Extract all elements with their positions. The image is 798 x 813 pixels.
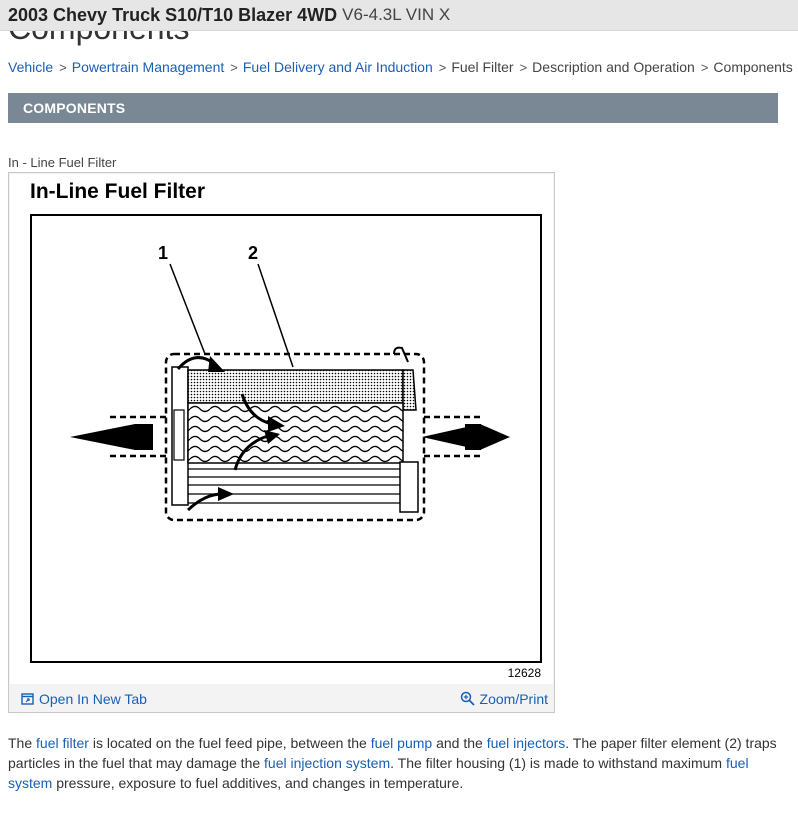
chevron-right-icon: > bbox=[519, 60, 528, 75]
description-text: . The filter housing (1) is made to with… bbox=[390, 755, 726, 771]
figure-number: 12628 bbox=[507, 666, 541, 680]
breadcrumb-item-description: Description and Operation bbox=[532, 59, 695, 75]
open-new-tab-icon bbox=[21, 692, 34, 705]
link-fuel-system[interactable]: fuel system bbox=[8, 755, 749, 791]
description-text: is located on the fuel feed pipe, betwee… bbox=[88, 735, 371, 751]
figure-caption: In - Line Fuel Filter bbox=[8, 155, 117, 170]
engine-info: V6-4.3L VIN X bbox=[342, 5, 451, 24]
description-text: and the bbox=[432, 735, 487, 751]
callout-label-1: 1 bbox=[158, 243, 168, 263]
breadcrumb-link-powertrain[interactable]: Powertrain Management bbox=[71, 59, 225, 75]
figure-container: In-Line Fuel Filter 1 2 bbox=[8, 172, 555, 713]
description-text: pressure, exposure to fuel additives, an… bbox=[52, 775, 464, 791]
breadcrumb: Vehicle > Powertrain Management > Fuel Deliv… bbox=[8, 59, 798, 75]
open-in-new-tab-label: Open In New Tab bbox=[39, 690, 147, 707]
description-text: . The paper filter element (2) traps par… bbox=[8, 735, 777, 771]
vehicle-header-bar: 2003 Chevy Truck S10/T10 Blazer 4WD V6-4… bbox=[0, 0, 798, 31]
zoom-print-label: Zoom/Print bbox=[479, 690, 548, 707]
breadcrumb-item-fuel-filter: Fuel Filter bbox=[451, 59, 514, 75]
chevron-right-icon: > bbox=[59, 60, 67, 75]
chevron-right-icon: > bbox=[700, 60, 709, 75]
description-paragraph: The fuel filter is located on the fuel f… bbox=[8, 733, 788, 793]
figure-image[interactable]: In-Line Fuel Filter 1 2 bbox=[10, 174, 553, 684]
link-fuel-filter[interactable]: fuel filter bbox=[36, 735, 89, 751]
fuel-filter-diagram: 1 2 bbox=[30, 214, 542, 663]
breadcrumb-link-fuel-delivery[interactable]: Fuel Delivery and Air Induction bbox=[242, 59, 433, 75]
figure-title: In-Line Fuel Filter bbox=[30, 180, 206, 203]
chevron-right-icon: > bbox=[230, 60, 238, 75]
chevron-right-icon: > bbox=[438, 60, 447, 75]
link-fuel-injectors[interactable]: fuel injectors bbox=[486, 735, 566, 751]
description-text: The bbox=[8, 735, 37, 751]
figure-footer: Open In New Tab Zoom/Print bbox=[9, 685, 554, 712]
callout-label-2: 2 bbox=[248, 243, 258, 263]
breadcrumb-link-vehicle[interactable]: Vehicle bbox=[8, 59, 54, 75]
zoom-icon bbox=[460, 691, 475, 706]
zoom-print-link[interactable]: Zoom/Print bbox=[460, 691, 548, 707]
link-fuel-pump[interactable]: fuel pump bbox=[370, 735, 433, 751]
vehicle-title: 2003 Chevy Truck S10/T10 Blazer 4WD bbox=[8, 4, 338, 25]
section-header: COMPONENTS bbox=[8, 93, 778, 123]
open-in-new-tab-link[interactable]: Open In New Tab bbox=[21, 691, 147, 707]
link-fuel-injection-system[interactable]: fuel injection system bbox=[264, 755, 391, 771]
breadcrumb-item-components: Components bbox=[713, 59, 793, 75]
